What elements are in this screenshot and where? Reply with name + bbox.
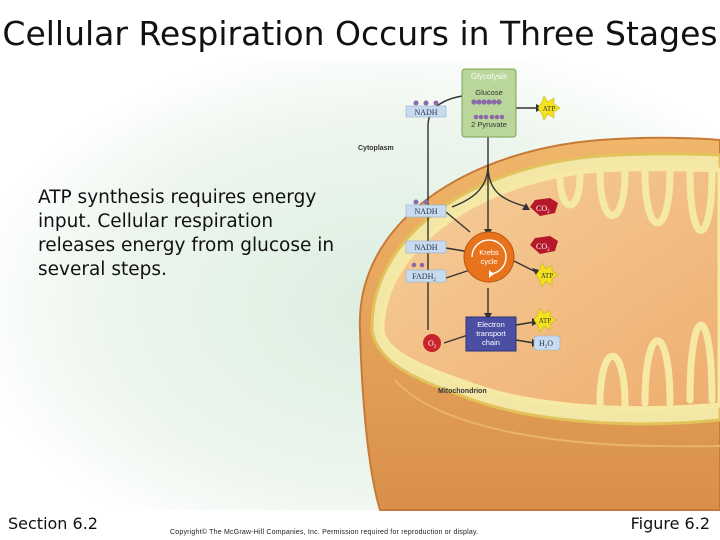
svg-text:Electron: Electron bbox=[477, 320, 505, 329]
body-text: ATP synthesis requires energy input. Cel… bbox=[38, 187, 335, 280]
glucose-label: Glucose bbox=[475, 88, 503, 97]
svg-text:ATP: ATP bbox=[541, 272, 554, 280]
svg-text:ATP: ATP bbox=[539, 317, 552, 325]
glucose-molecule-icon bbox=[471, 99, 502, 105]
atp-krebs: ATP bbox=[535, 262, 559, 288]
svg-text:ATP: ATP bbox=[543, 105, 556, 113]
svg-text:NADH: NADH bbox=[414, 108, 437, 117]
svg-text:Krebs: Krebs bbox=[479, 248, 499, 257]
figure-label: Figure 6.2 bbox=[630, 514, 710, 533]
svg-text:O2: O2 bbox=[428, 339, 437, 350]
pyruvate-molecule-icon bbox=[473, 114, 505, 120]
electron-transport-chain: Electron transport chain bbox=[465, 316, 517, 352]
section-label: Section 6.2 bbox=[8, 514, 98, 533]
svg-text:H2O: H2O bbox=[539, 339, 553, 350]
fadh2-krebs: FADH2 bbox=[405, 262, 447, 283]
o2-input: O2 bbox=[423, 334, 441, 352]
svg-text:chain: chain bbox=[482, 338, 500, 347]
pathway-arrows bbox=[427, 88, 538, 344]
svg-text:CO2: CO2 bbox=[536, 204, 550, 215]
pyruvate-label: 2 Pyruvate bbox=[471, 120, 507, 129]
slide-title: Cellular Respiration Occurs in Three Sta… bbox=[2, 14, 718, 53]
copyright-notice: Copyright© The McGraw-Hill Companies, In… bbox=[170, 529, 479, 536]
cytoplasm-label: Cytoplasm bbox=[358, 145, 394, 152]
h2o-product: H2O bbox=[533, 335, 561, 351]
glycolysis-title: Glycolysis bbox=[471, 72, 507, 81]
mitochondrion-label: Mitochondrion bbox=[438, 388, 487, 395]
atp-etc: ATP bbox=[533, 307, 557, 333]
svg-text:CO2: CO2 bbox=[536, 242, 550, 253]
nadh-glycolysis: NADH bbox=[405, 100, 447, 118]
co2-krebs: CO2 bbox=[530, 236, 558, 254]
nadh-pyruvate: NADH bbox=[405, 199, 447, 218]
krebs-cycle: Krebs cycle bbox=[463, 231, 515, 283]
glycolysis-box: Glycolysis Glucose 2 Pyruvate bbox=[461, 68, 517, 138]
svg-text:transport: transport bbox=[476, 329, 507, 338]
svg-text:NADH: NADH bbox=[414, 207, 437, 216]
nadh-krebs: NADH bbox=[405, 240, 447, 254]
svg-text:cycle: cycle bbox=[480, 257, 497, 266]
co2-top: CO2 bbox=[530, 198, 558, 216]
svg-text:FADH2: FADH2 bbox=[412, 272, 436, 283]
svg-text:NADH: NADH bbox=[414, 243, 437, 252]
atp-glycolysis: ATP bbox=[537, 95, 561, 121]
